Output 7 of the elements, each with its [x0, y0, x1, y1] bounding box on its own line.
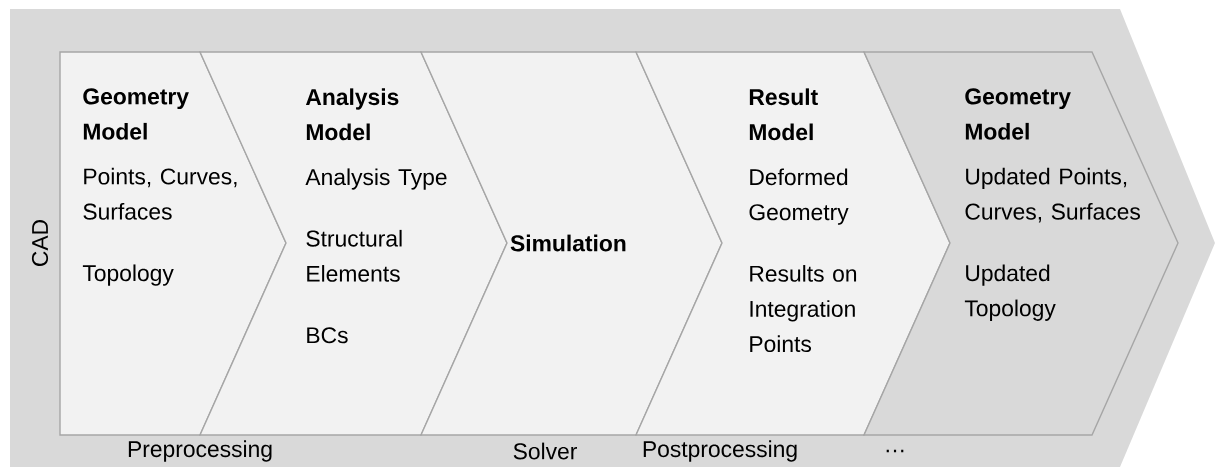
chevron-step: Result Model Deformed Geometry Results on Integration Points: [634, 51, 951, 436]
chevron-step: Geometry Model Points, Curves, Surfaces Topology: [59, 51, 287, 436]
phase-label: …: [886, 449, 904, 453]
phase-label: Postprocessing: [643, 440, 797, 462]
chevron-step: Geometry Model Updated Points, Curves, Surfaces Updated Topology: [862, 51, 1179, 436]
phase-label: Preprocessing: [128, 440, 272, 462]
phase-label: Solver: [513, 442, 577, 460]
